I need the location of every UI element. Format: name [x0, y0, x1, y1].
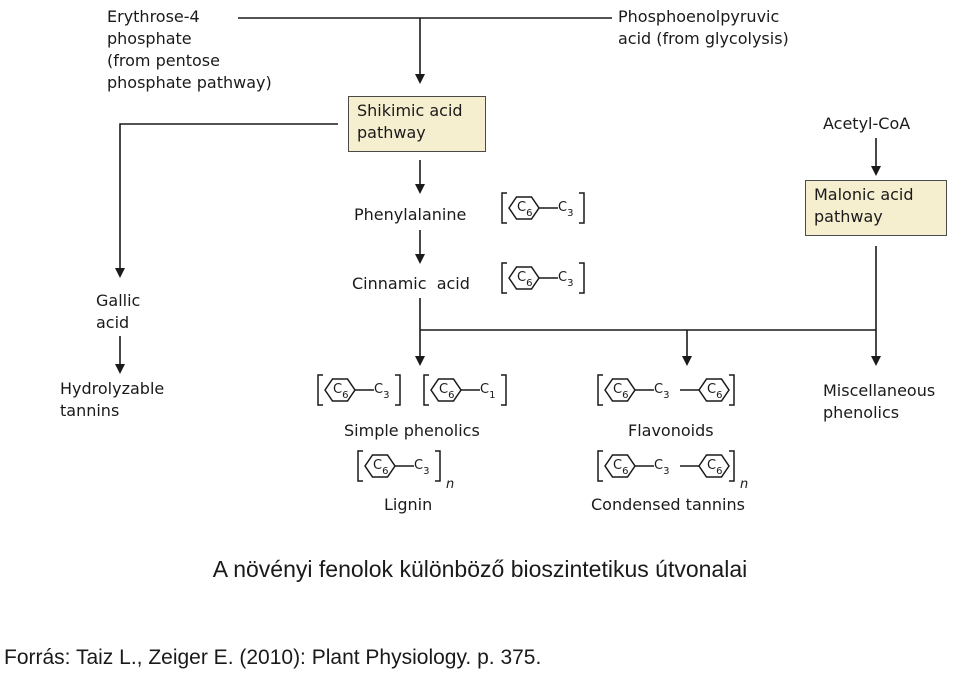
- hydrolyzable-tannins-label: Hydrolyzable tannins: [60, 379, 165, 420]
- flavonoids-label: Flavonoids: [628, 421, 714, 440]
- ring-carbon-label: C6: [517, 200, 532, 219]
- right-bracket: [729, 374, 735, 406]
- carbon-label: C3: [414, 458, 429, 477]
- ring-carbon-label: C6: [613, 458, 628, 477]
- carbon-label: C3: [374, 382, 389, 401]
- ring-carbon-label: C6: [613, 382, 628, 401]
- phenylalanine-label: Phenylalanine: [354, 205, 467, 224]
- polymer-n-label: n: [740, 477, 748, 492]
- cinnamic-acid-label: Cinnamic acid: [352, 274, 470, 293]
- lignin-label: Lignin: [384, 495, 433, 514]
- left-bracket: [597, 450, 603, 482]
- right-bracket: [501, 374, 507, 406]
- right-bracket: [579, 192, 585, 224]
- source-citation: Forrás: Taiz L., Zeiger E. (2010): Plant…: [4, 646, 542, 669]
- left-bracket: [501, 192, 507, 224]
- carbon-label: C3: [654, 458, 669, 477]
- left-bracket: [501, 262, 507, 294]
- benzene-ring-icon: [698, 378, 730, 402]
- condensed-tannins-label: Condensed tannins: [591, 495, 745, 514]
- right-bracket: [395, 374, 401, 406]
- carbon-label: C3: [558, 200, 573, 219]
- erythrose-label: Erythrose-4 phosphate (from pentose phos…: [107, 7, 272, 92]
- left-bracket: [423, 374, 429, 406]
- shikimic-pathway-box: Shikimic acid pathway: [348, 96, 486, 152]
- figure-caption: A növényi fenolok különböző bioszintetik…: [212, 556, 748, 582]
- pep-label: Phosphoenolpyruvic acid (from glycolysis…: [618, 7, 789, 48]
- arrow-to-gallic: [115, 123, 338, 278]
- ring-carbon-label: C6: [707, 382, 722, 401]
- ring-carbon-label: C6: [707, 458, 722, 477]
- benzene-ring-icon: [698, 454, 730, 478]
- ring-carbon-label: C6: [439, 382, 454, 401]
- ring-carbon-label: C6: [333, 382, 348, 401]
- carbon-label: C1: [480, 382, 495, 401]
- carbon-label: C3: [558, 270, 573, 289]
- ring-carbon-label: C6: [517, 270, 532, 289]
- left-bracket: [357, 450, 363, 482]
- ring-carbon-label: C6: [373, 458, 388, 477]
- left-bracket: [317, 374, 323, 406]
- right-bracket: [579, 262, 585, 294]
- acetyl-coa-label: Acetyl-CoA: [823, 114, 911, 133]
- polymer-n-label: n: [446, 477, 454, 492]
- right-bracket: [729, 450, 735, 482]
- carbon-label: C3: [654, 382, 669, 401]
- miscellaneous-phenolics-label: Miscellaneous phenolics: [823, 381, 936, 422]
- right-bracket: [435, 450, 441, 482]
- simple-phenolics-label: Simple phenolics: [344, 421, 480, 440]
- gallic-acid-label: Gallic acid: [96, 291, 141, 332]
- malonic-pathway-box: Malonic acid pathway: [805, 180, 947, 236]
- left-bracket: [597, 374, 603, 406]
